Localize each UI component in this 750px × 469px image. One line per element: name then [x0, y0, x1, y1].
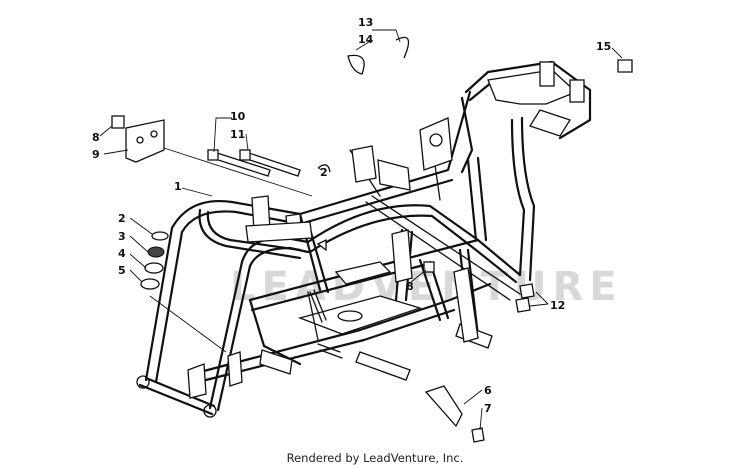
nut-4 — [144, 262, 164, 274]
callout-1: 1 — [174, 180, 182, 193]
leader-lines — [99, 29, 623, 431]
nut-12a — [519, 283, 535, 299]
frame-brackets — [187, 61, 585, 399]
callout-2: 2 — [118, 212, 126, 225]
nut-15 — [617, 59, 633, 73]
callout-14: 14 — [358, 33, 374, 46]
mount-plate-9 — [125, 119, 165, 163]
callout-6: 6 — [484, 384, 492, 397]
callout-9: 9 — [92, 148, 100, 161]
callout-7: 7 — [484, 402, 492, 415]
callout-11: 11 — [230, 128, 245, 141]
nut-8a — [111, 115, 125, 129]
washer-3 — [147, 246, 165, 258]
callout-10: 10 — [230, 110, 246, 123]
nut-8b — [423, 261, 435, 273]
nut-12b — [515, 297, 531, 313]
clamp-13 — [395, 36, 410, 59]
loose-parts — [111, 36, 633, 443]
callout-12: 12 — [550, 299, 565, 312]
callout-labels: 13 14 15 8 9 10 11 2 1 2 3 4 5 8 12 6 7 — [92, 16, 611, 415]
clamp-14 — [347, 54, 365, 75]
callout-13: 13 — [358, 16, 373, 29]
callout-8-top: 8 — [92, 131, 100, 144]
bracket-6 — [424, 385, 463, 428]
callout-8-mid: 8 — [406, 280, 414, 293]
footer-credit: Rendered by LeadVenture, Inc. — [286, 451, 464, 465]
bolt-7 — [471, 427, 485, 443]
nut-5 — [140, 278, 160, 290]
callout-4: 4 — [118, 247, 126, 260]
callout-5: 5 — [118, 264, 126, 277]
clip-2 — [151, 231, 169, 241]
callout-3: 3 — [118, 230, 126, 243]
callout-15: 15 — [596, 40, 611, 53]
clip-2b — [316, 238, 327, 252]
clip-2a — [317, 164, 331, 173]
callout-2-top: 2 — [320, 166, 328, 179]
